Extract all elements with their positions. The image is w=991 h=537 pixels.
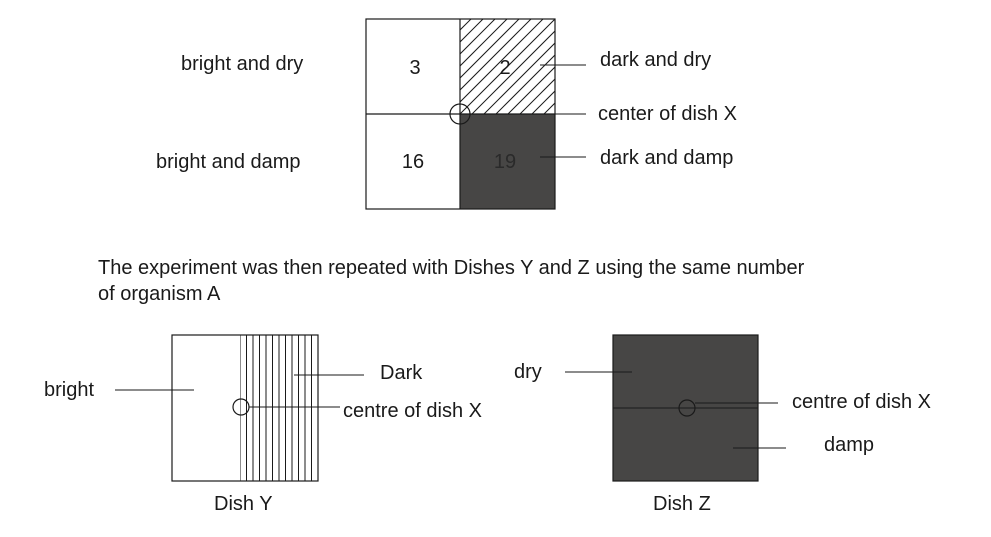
label-dry: dry <box>514 361 542 383</box>
count-dark-damp: 19 <box>493 151 517 173</box>
caption-dish-z: Dish Z <box>653 493 711 515</box>
dish-z <box>565 334 786 482</box>
caption-dish-y: Dish Y <box>214 493 273 515</box>
label-damp: damp <box>824 434 875 456</box>
paragraph-line-1: The experiment was then repeated with Di… <box>98 257 805 279</box>
quadrant-dark-damp <box>460 114 555 209</box>
count-dark-dry: 2 <box>499 57 511 79</box>
label-bright-dry: bright and dry <box>181 53 304 75</box>
label-bright-damp: bright and damp <box>156 151 301 173</box>
label-dark-dry: dark and dry <box>600 49 712 71</box>
dish-x <box>365 18 586 210</box>
label-bright: bright <box>44 379 95 401</box>
label-dark: Dark <box>380 362 423 384</box>
paragraph-line-2: of organism A <box>98 283 221 305</box>
dish-z-center-circle <box>678 399 696 417</box>
dish-y-dark-lines <box>240 335 312 481</box>
label-center-y: centre of dish X <box>343 400 482 422</box>
quadrant-dark-dry-hatching <box>460 19 555 114</box>
label-center-z: centre of dish X <box>792 391 931 413</box>
count-bright-damp: 16 <box>401 151 425 173</box>
dish-y-outline <box>171 334 319 482</box>
dish-y <box>115 334 364 482</box>
count-bright-dry: 3 <box>409 57 421 79</box>
label-center-x: center of dish X <box>598 103 737 125</box>
label-dark-damp: dark and damp <box>600 147 734 169</box>
